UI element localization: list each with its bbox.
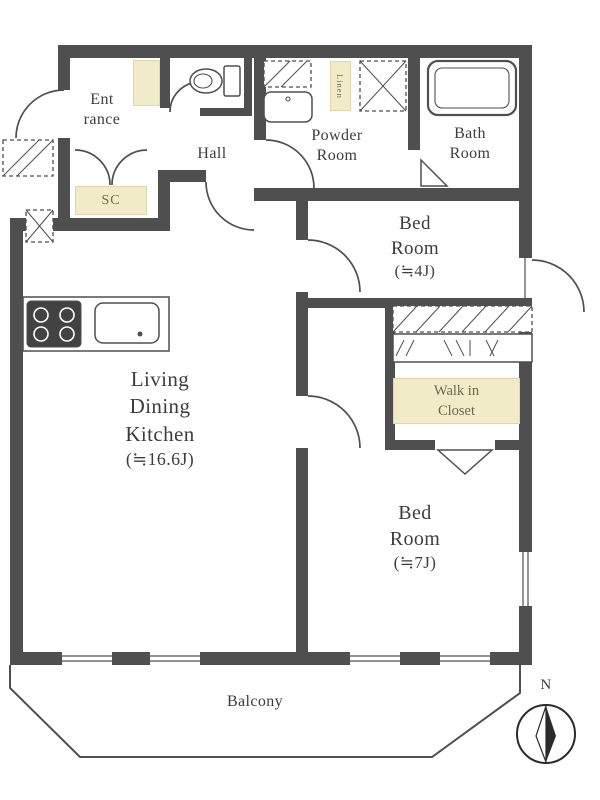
washer-pan-small xyxy=(263,60,312,88)
windows xyxy=(62,258,529,662)
ldk-label: Living Dining Kitchen (≒16.6J) xyxy=(85,366,235,471)
north-compass-icon xyxy=(516,704,576,764)
wall-segment xyxy=(385,308,395,440)
wall-segment xyxy=(200,652,350,665)
wall-segment xyxy=(170,170,206,182)
wall-segment xyxy=(296,448,308,665)
wall-segment xyxy=(519,45,532,258)
ldk-size: (≒16.6J) xyxy=(125,448,195,469)
linen-cabinet: Linen xyxy=(330,61,351,111)
balcony-label-line1: Balcony xyxy=(226,693,284,710)
vanity-sink-icon xyxy=(263,91,313,123)
walk-in-closet-label-box: Walk in Closet xyxy=(393,378,520,424)
bedroom2-size: (≒7J) xyxy=(393,553,437,572)
wall-segment xyxy=(308,298,532,308)
powder-room-label: Powder Room xyxy=(280,126,394,166)
entrance-label: Ent rance xyxy=(66,90,138,130)
walls xyxy=(10,45,532,665)
door-arcs xyxy=(15,81,585,476)
bedroom1-label-line2: Room xyxy=(390,237,440,259)
hanger-rail-icon xyxy=(392,333,533,363)
hall-label: Hall xyxy=(178,144,246,164)
sc-label-box: SC xyxy=(75,186,147,215)
wall-segment xyxy=(244,58,252,114)
wall-segment xyxy=(519,606,532,665)
wall-segment xyxy=(490,652,532,665)
entrance-label-line1: Ent xyxy=(90,91,114,108)
compass-north-label: N xyxy=(530,676,562,695)
pipe-space xyxy=(25,209,54,243)
bedroom2-door-arc xyxy=(307,395,361,449)
wall-segment xyxy=(254,58,266,140)
bedroom1-size: (≒4J) xyxy=(394,263,436,281)
wall-segment xyxy=(385,440,435,450)
wall-segment xyxy=(10,218,23,665)
wall-segment xyxy=(519,312,532,552)
wall-segment xyxy=(200,108,252,116)
linen-label: Linen xyxy=(335,73,345,99)
wall-segment xyxy=(58,45,532,58)
powder-label-line1: Powder xyxy=(311,127,363,144)
wic-label-line2: Closet xyxy=(437,403,476,420)
sc-label: SC xyxy=(101,193,121,208)
wall-segment xyxy=(495,440,532,450)
shoe-cabinet xyxy=(133,60,160,106)
wall-segment xyxy=(296,292,308,396)
ldk-label-line2: Dining xyxy=(129,394,191,419)
bedroom2-label: Bed Room (≒7J) xyxy=(355,500,475,574)
powder-label-line2: Room xyxy=(316,147,358,164)
wall-segment xyxy=(158,170,170,231)
wall-segment xyxy=(296,188,308,240)
bedroom1-label: Bed Room (≒4J) xyxy=(355,212,475,282)
entrance-label-line2: rance xyxy=(83,111,121,128)
sc-door-arc-right xyxy=(111,149,148,186)
bath-folding-door-icon xyxy=(420,158,449,187)
toilet-icon xyxy=(189,65,241,97)
balcony-label: Balcony xyxy=(193,692,317,712)
wall-segment xyxy=(58,45,70,90)
stove-icon xyxy=(26,300,82,348)
hall-label-line1: Hall xyxy=(197,145,227,162)
hall-door-arc xyxy=(205,181,255,231)
closet-hatch-strip xyxy=(392,305,533,333)
sc-door-arc-left xyxy=(74,149,111,186)
wic-folding-door-icon xyxy=(436,449,494,476)
bath-label-line1: Bath xyxy=(454,125,486,142)
powder-door-arc xyxy=(265,139,315,189)
bath-label-line2: Room xyxy=(449,145,491,162)
bedroom1-door-arc xyxy=(307,239,361,293)
wall-segment xyxy=(400,652,440,665)
wall-segment xyxy=(58,138,70,231)
wall-segment xyxy=(112,652,150,665)
bathtub-icon xyxy=(426,59,518,117)
wic-label-line1: Walk in xyxy=(433,383,480,399)
balcony-outline xyxy=(9,665,521,758)
bedroom2-label-line1: Bed xyxy=(398,502,432,524)
ldk-label-line3: Kitchen xyxy=(125,421,195,446)
bedroom2-label-line2: Room xyxy=(389,528,441,550)
wall-segment xyxy=(254,188,532,201)
kitchen-sink-icon xyxy=(94,302,160,344)
bedroom1-label-line1: Bed xyxy=(399,213,431,234)
wall-segment xyxy=(160,58,170,108)
bath-room-label: Bath Room xyxy=(426,124,514,164)
washing-machine-space xyxy=(359,60,407,112)
meter-box xyxy=(2,139,54,177)
ldk-label-line1: Living xyxy=(130,367,190,391)
exterior-door-arc xyxy=(531,259,585,313)
compass-n-text: N xyxy=(540,677,552,693)
entrance-door-arc xyxy=(15,89,65,139)
wall-segment xyxy=(408,58,420,150)
